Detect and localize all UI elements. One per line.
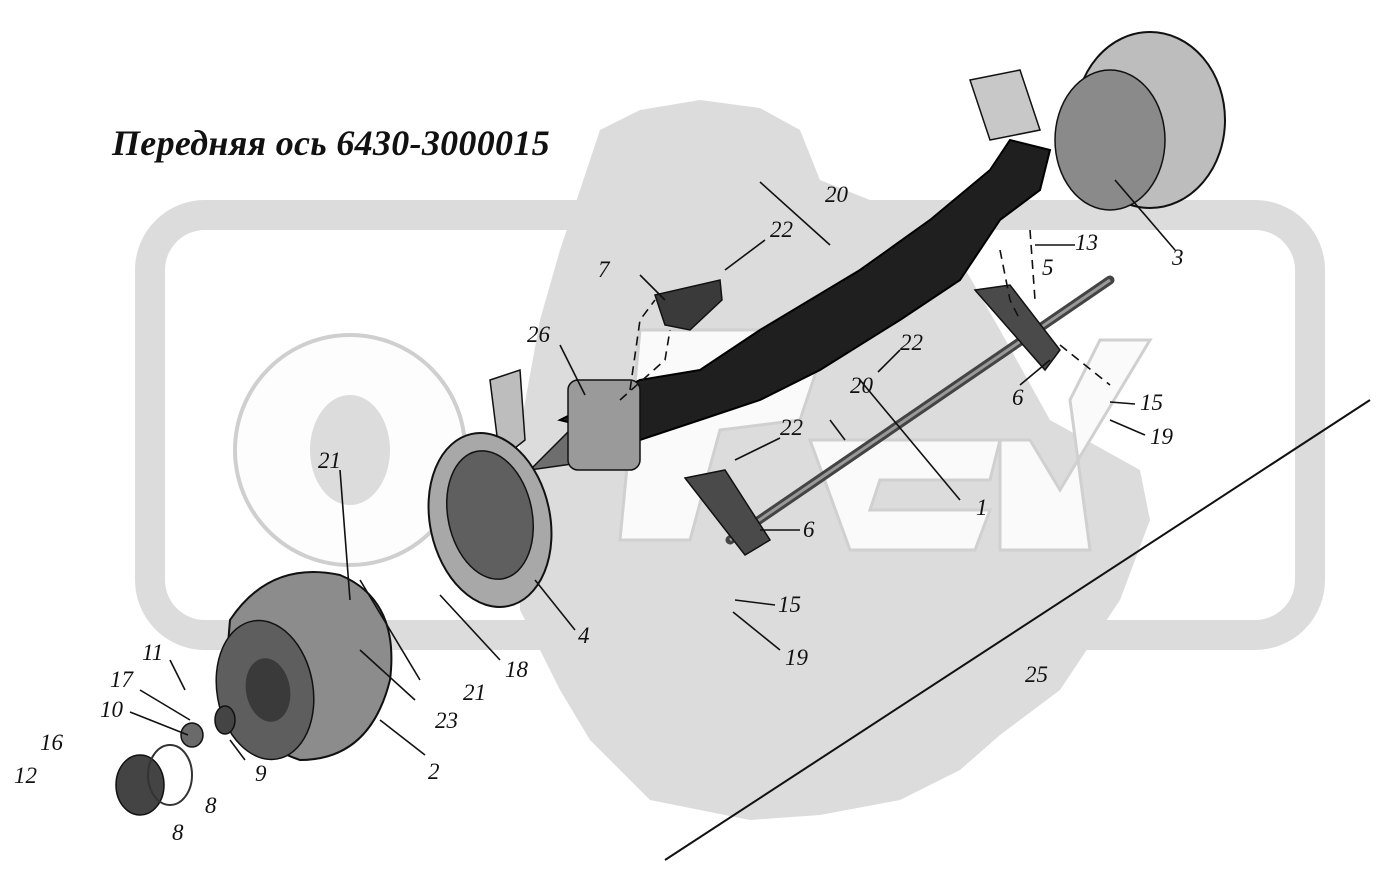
watermark-letter-o-hole <box>310 395 390 505</box>
diagram-title: Передняя ось 6430-3000015 <box>112 123 550 163</box>
callout-25: 25 <box>1025 662 1048 687</box>
callout-9: 8 <box>205 793 217 818</box>
seal-ring <box>214 705 236 735</box>
bracket <box>654 279 723 331</box>
gasket <box>147 744 193 806</box>
watermark-letter-x <box>998 338 1153 552</box>
callout-18: 18 <box>505 657 529 682</box>
callout-11: 10 <box>100 697 124 722</box>
callout-12: 11 <box>142 640 163 665</box>
callout-8: 8 <box>172 820 184 845</box>
road-line <box>664 399 1371 861</box>
callout-6a: 6 <box>803 517 815 542</box>
callout-17: 17 <box>110 667 135 692</box>
callout-1: 1 <box>976 495 988 520</box>
callout-19a: 19 <box>1150 424 1174 449</box>
callout-21a: 21 <box>318 448 341 473</box>
watermark <box>135 100 1325 820</box>
leader-lines <box>129 179 1176 761</box>
callout-15a: 15 <box>1140 390 1163 415</box>
nut <box>180 722 204 748</box>
callout-5: 5 <box>1042 255 1054 280</box>
callout-20a: 20 <box>825 182 849 207</box>
callout-13: 12 <box>14 763 37 788</box>
callout-labels: 20 22 13 3 5 7 26 22 20 6 15 22 19 21 1 … <box>14 182 1184 845</box>
callout-15b: 15 <box>778 592 801 617</box>
callout-7: 7 <box>598 257 611 282</box>
callout-23: 23 <box>435 708 458 733</box>
callout-14: 13 <box>1075 230 1098 255</box>
callout-2: 2 <box>428 759 440 784</box>
callout-10: 9 <box>255 761 267 786</box>
callout-26: 26 <box>527 322 551 347</box>
callout-22b: 22 <box>900 330 923 355</box>
brake-assembly <box>427 432 553 608</box>
watermark-frame <box>135 200 1325 650</box>
callout-20b: 20 <box>850 373 874 398</box>
callout-22a: 22 <box>770 217 793 242</box>
brake-drum <box>215 571 393 762</box>
assembly-lines <box>619 229 1111 401</box>
callout-19b: 19 <box>785 645 809 670</box>
hub-cap <box>115 754 165 816</box>
right-hub-assembly <box>969 31 1226 211</box>
callout-16: 16 <box>40 730 64 755</box>
tie-rod <box>683 275 1115 556</box>
callout-22c: 22 <box>780 415 803 440</box>
callout-21b: 21 <box>463 680 486 705</box>
callout-4: 4 <box>578 623 590 648</box>
callout-6b: 6 <box>1012 385 1024 410</box>
callout-3: 3 <box>1171 245 1184 270</box>
watermark-letter-e <box>807 438 1002 552</box>
